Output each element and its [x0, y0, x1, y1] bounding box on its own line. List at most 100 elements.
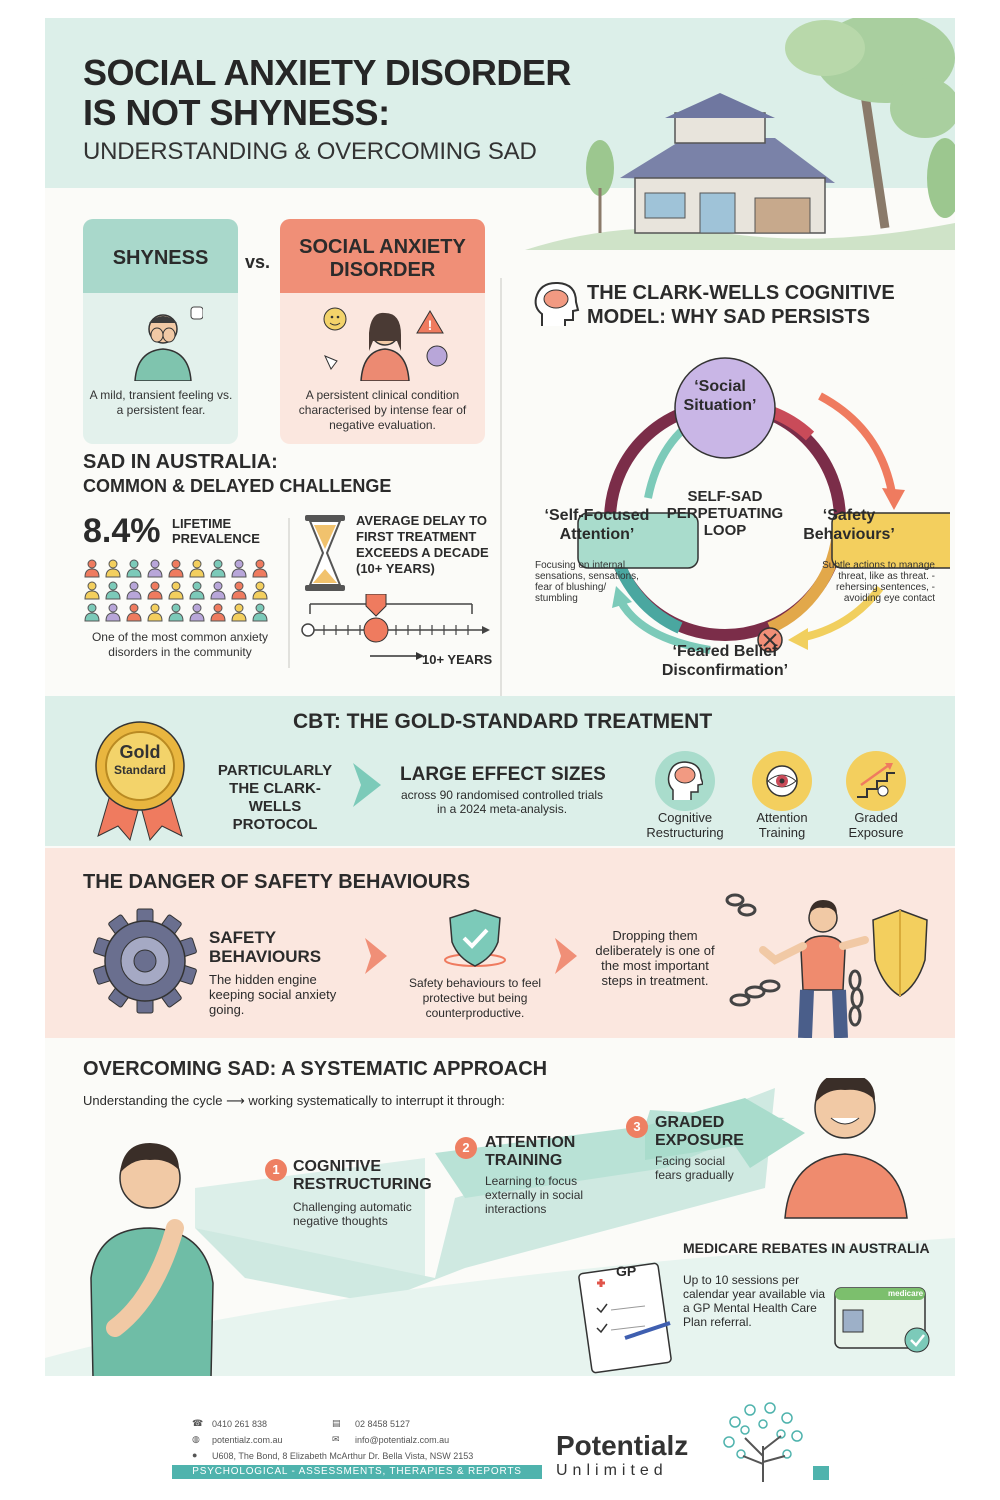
cbt-brain-icon [667, 761, 703, 800]
systematic-approach-illustration [45, 1078, 955, 1376]
clark-wells-title-1: THE CLARK-WELLS COGNITIVE [587, 282, 895, 304]
step-1-description: Challenging automatic negative thoughts [293, 1200, 412, 1228]
person-icon [252, 559, 268, 578]
gear-icon [93, 908, 197, 1014]
step-3-description: Facing social fears gradually [655, 1154, 734, 1182]
location-pin-icon: ● [192, 1450, 198, 1460]
overcoming-sub-left: Understanding the cycle [83, 1093, 223, 1108]
step-2-description: Learning to focus externally in social i… [485, 1174, 584, 1216]
person-icon [105, 559, 121, 578]
cbt-label-attention: Attention Training [756, 810, 808, 840]
safety-heading: SAFETY BEHAVIOURS [209, 928, 322, 966]
footer [0, 1380, 1000, 1500]
step-3-title: GRADED EXPOSURE [655, 1114, 744, 1149]
brand-subtitle: Unlimited [556, 1462, 668, 1479]
step-1-number: 1 [265, 1159, 287, 1181]
prevalence-value: 8.4% [83, 512, 161, 550]
safety-description: The hidden engine keeping social anxiety… [209, 972, 337, 1017]
medicare-title: MEDICARE REBATES IN AUSTRALIA [683, 1240, 930, 1256]
globe-icon: ◍ [192, 1434, 200, 1444]
sad-card-header [280, 219, 485, 293]
overcoming-title: OVERCOMING SAD: A SYSTEMATIC APPROACH [83, 1058, 548, 1080]
person-icon [147, 559, 163, 578]
delay-timeline [301, 594, 490, 660]
head-brain-icon [534, 281, 580, 326]
footer-phone[interactable]: 0410 261 838 [212, 1419, 268, 1429]
cbt-title: CBT: THE GOLD-STANDARD TREATMENT [293, 710, 713, 733]
node-feared-belief: ‘Feared Belief Disconfirmation’ [661, 643, 789, 679]
person-icon [126, 581, 142, 600]
australia-divider [288, 518, 290, 668]
overcoming-sub-right: working systematically to interrupt it t… [248, 1093, 505, 1108]
email-icon: ✉ [332, 1434, 340, 1444]
person-icon [231, 581, 247, 600]
column-divider [500, 278, 502, 698]
node-social-situation: ‘Social Situation’ [683, 378, 757, 414]
prevalence-label: LIFETIME PREVALENCE [172, 516, 260, 546]
shyness-card-header [83, 219, 238, 293]
step-2-title: ATTENTION TRAINING [485, 1134, 576, 1169]
person-icon [189, 559, 205, 578]
clark-wells-protocol-label: PARTICULARLY THE CLARK-WELLS PROTOCOL [217, 762, 333, 833]
step-2-number: 2 [455, 1137, 477, 1159]
prevalence-description: One of the most common anxiety disorders… [91, 630, 269, 659]
years-label: 10+ YEARS [422, 652, 493, 667]
shy-person-icon [134, 306, 203, 381]
person-icon [210, 603, 226, 622]
step-3-number: 3 [626, 1116, 648, 1138]
person-icon [105, 581, 121, 600]
population-icon-grid [84, 559, 268, 622]
person-icon [126, 603, 142, 622]
cbt-eye-icon [766, 765, 798, 797]
chevron-right-icon [555, 938, 577, 974]
person-icon [168, 559, 184, 578]
chevron-right-icon [365, 938, 387, 974]
person-icon [84, 603, 100, 622]
footer-email[interactable]: info@potentialz.com.au [355, 1435, 450, 1445]
person-icon [105, 603, 121, 622]
phone-icon: ☎ [192, 1418, 204, 1428]
footer-address: U608, The Bond, 8 Elizabeth McArthur Dr.… [212, 1451, 474, 1461]
safety-title: THE DANGER OF SAFETY BEHAVIOURS [83, 871, 471, 893]
medal-gold-text: Gold [119, 742, 161, 762]
person-icon [189, 603, 205, 622]
brand-square [813, 1466, 829, 1480]
person-icon [189, 581, 205, 600]
person-icon [231, 559, 247, 578]
australia-subheading: COMMON & DELAYED CHALLENGE [83, 476, 392, 496]
cbt-steps-icon [857, 763, 895, 798]
person-icon [231, 603, 247, 622]
shyness-description: A mild, transient feeling vs. a persiste… [89, 388, 233, 417]
person-icon [168, 581, 184, 600]
safety-behaviours-description: Subtle actions to manage threat, like as… [822, 560, 935, 604]
vs-label: vs. [245, 252, 271, 272]
sad-description: A persistent clinical condition characte… [298, 388, 467, 432]
loop-center-label: SELF-SAD PERPETUATING LOOP [666, 488, 784, 539]
gold-medal-icon [95, 721, 185, 842]
footer-web[interactable]: potentialz.com.au [212, 1435, 283, 1445]
medicare-card-label: medicare [888, 1289, 924, 1298]
self-focus-description: Focusing on internal sensations, sensati… [535, 560, 639, 604]
subtitle: UNDERSTANDING & OVERCOMING SAD [83, 138, 537, 165]
australia-heading: SAD IN AUSTRALIA: [83, 451, 278, 473]
person-breaking-chains-illustration [725, 893, 928, 1038]
footer-tagline: PSYCHOLOGICAL - ASSESSMENTS, THERAPIES &… [192, 1466, 522, 1477]
person-icon [210, 559, 226, 578]
cognitive-loop-diagram [577, 357, 950, 654]
node-safety-behaviours: ‘Safety Behaviours’ [803, 507, 895, 543]
person-icon [210, 581, 226, 600]
effect-size-description: across 90 randomised controlled trials i… [400, 788, 604, 816]
brain-tree-logo-icon [723, 1402, 803, 1482]
cbt-label-exposure: Graded Exposure [848, 810, 904, 840]
person-icon [147, 581, 163, 600]
person-icon [168, 603, 184, 622]
footer-fax[interactable]: 02 8458 5127 [355, 1419, 411, 1429]
medal-standard-text: Standard [113, 763, 166, 777]
fax-icon: ▤ [332, 1418, 341, 1428]
person-icon [252, 581, 268, 600]
hourglass-icon [305, 515, 345, 591]
safety-dropping-text: Dropping them deliberately is one of the… [595, 928, 715, 988]
step-1-title: COGNITIVE RESTRUCTURING [293, 1158, 432, 1193]
shyness-title: SHYNESS [112, 247, 209, 269]
title-line-2: IS NOT SHYNESS: [83, 92, 390, 133]
